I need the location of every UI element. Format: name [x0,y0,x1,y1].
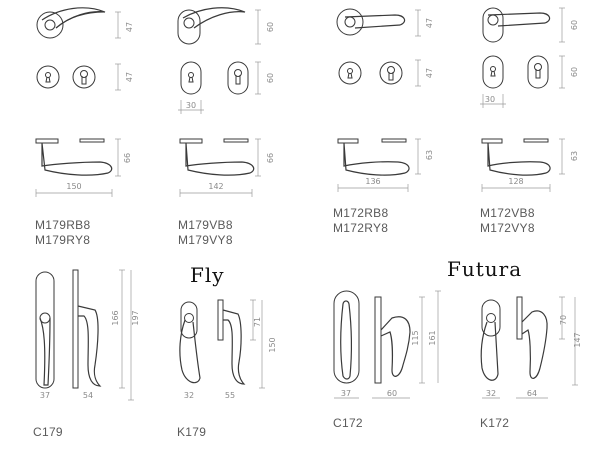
model-code-m179vb8: M179VB8 [178,218,233,232]
m172vb-front-view: 60 [482,7,579,43]
dim-c172-projection: 60 [387,389,397,398]
model-code-m172ry8: M172RY8 [333,221,388,235]
dim-k172-width: 32 [486,389,496,398]
m179vb-escutcheons: 60 30 [178,61,275,114]
dim-c172-width: 37 [341,389,351,398]
dim-m172rb-escutcheon-height: 47 [425,68,434,78]
k179-drawing: 71 150 32 55 [179,299,277,400]
dim-c179-width: 37 [40,391,50,400]
model-code-k179: K179 [177,425,206,439]
dim-m172vb-escutcheon-width: 30 [485,95,495,104]
m172rb-escutcheons: 47 [338,59,434,87]
dim-m179vb-projection: 66 [266,153,275,163]
m172rb-front-view: 47 [336,8,434,37]
dim-c179-total-height: 197 [131,310,140,325]
m172vb-escutcheons: 60 30 [480,55,579,108]
dim-m179rb-escutcheon-height: 47 [125,72,134,82]
dim-m172rb-projection: 63 [425,150,434,160]
dim-m179vb-length: 142 [208,182,223,191]
dim-k172-rose-height: 70 [559,315,568,325]
dim-m172vb-length: 128 [508,177,523,186]
c172-drawing: 115 161 37 60 [333,290,441,399]
model-code-m179ry8: M179RY8 [35,233,90,247]
k172-drawing: 70 147 32 64 [480,296,582,399]
model-code-m179vy8: M179VY8 [178,233,233,247]
dim-m172rb-height: 47 [425,18,434,28]
dim-m179rb-length: 150 [66,182,81,191]
model-code-k172: K172 [480,416,509,430]
m179rb-side-view: 66 150 [35,138,132,197]
model-code-c179: C179 [33,425,63,439]
dim-k179-rose-height: 71 [253,317,262,327]
series-title-fly: Fly [190,263,225,287]
dim-m172vb-escutcheon-height: 60 [570,67,579,77]
m172vb-side-view: 63 128 [481,138,579,192]
m179vb-side-view: 66 142 [179,138,275,197]
dim-m179rb-height: 47 [125,22,134,32]
model-code-m172vb8: M172VB8 [480,206,535,220]
c179-drawing: 166 197 37 54 [35,269,140,401]
dim-k172-total-height: 147 [573,332,582,347]
dim-k179-total-height: 150 [268,337,277,352]
dim-m172rb-length: 136 [365,177,380,186]
dim-m179vb-height: 60 [266,22,275,32]
dim-m179vb-escutcheon-height: 60 [266,73,275,83]
model-code-m179rb8: M179RB8 [35,218,90,232]
model-code-m172rb8: M172RB8 [333,206,388,220]
model-code-c172: C172 [333,416,363,430]
dim-m172vb-projection: 63 [570,151,579,161]
dim-m179vb-escutcheon-width: 30 [186,101,196,110]
dim-m179rb-projection: 66 [123,153,132,163]
series-title-futura: Futura [447,257,522,281]
m179rb-front-view: 47 [36,7,134,39]
dim-c179-projection: 54 [83,391,93,400]
dim-k172-projection: 64 [527,389,537,398]
m172rb-side-view: 63 136 [337,138,434,192]
dim-c172-rose-height: 115 [411,330,420,345]
dim-k179-projection: 55 [225,391,235,400]
dim-c172-total-height: 161 [428,330,437,345]
m179rb-escutcheons: 47 [36,63,134,91]
dim-k179-width: 32 [184,391,194,400]
dim-c179-plate-height: 166 [111,310,120,325]
m179vb-front-view: 60 [177,7,275,45]
dim-m172vb-height: 60 [570,20,579,30]
model-code-m172vy8: M172VY8 [480,221,535,235]
